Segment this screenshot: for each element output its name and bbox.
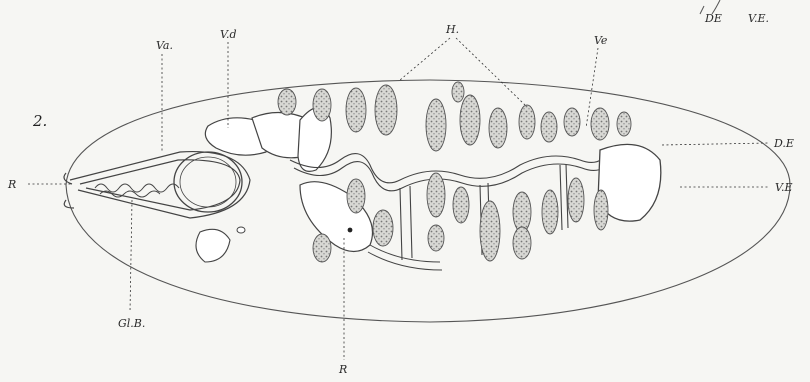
label-h: H. <box>446 24 459 35</box>
isolated-blob <box>196 229 230 262</box>
label-de-top: DE <box>705 13 722 24</box>
label-r-bottom: R <box>339 364 347 375</box>
label-r-left: R <box>8 179 16 190</box>
label-ve: Ve <box>594 35 607 46</box>
bulb-dot <box>348 228 353 233</box>
label-vd: V.d <box>220 29 237 40</box>
figure-number: 2. <box>33 114 47 129</box>
pharynx-structure <box>64 152 250 218</box>
label-va: Va. <box>156 40 173 51</box>
label-de-right: D.E <box>774 138 794 149</box>
isolated-dot <box>237 227 245 233</box>
label-ve-right: V.E <box>775 182 793 193</box>
label-ve-top: V.E. <box>748 13 769 24</box>
label-gb: Gl.B. <box>118 318 145 329</box>
